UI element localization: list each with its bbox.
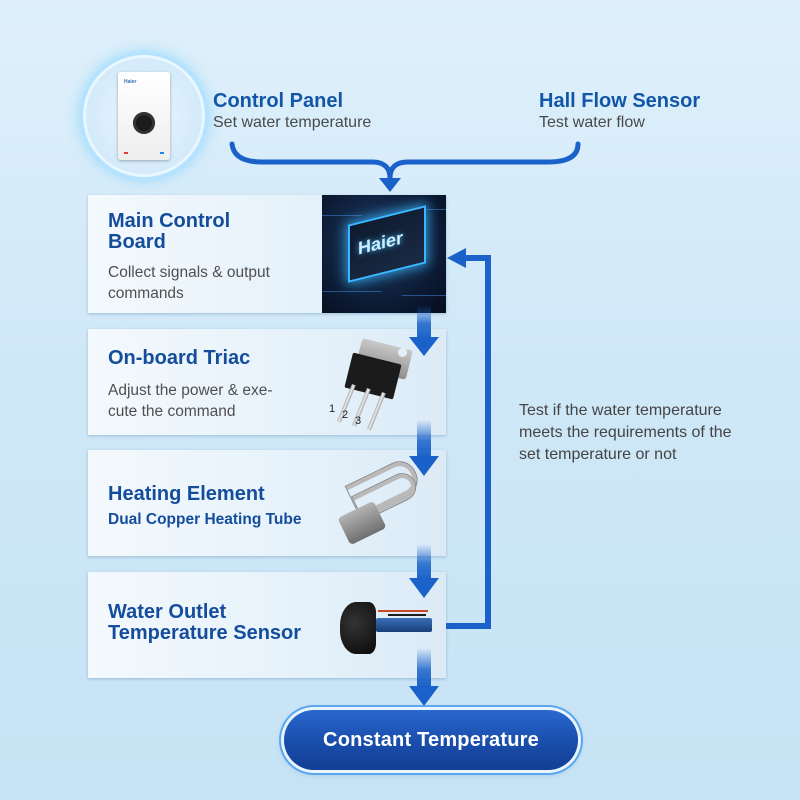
triac-mount-hole [398, 348, 407, 357]
heater-led-red [124, 152, 128, 154]
water-outlet-title-2: Temperature Sensor [108, 622, 302, 644]
heater-knob-icon [133, 112, 155, 134]
sensor-wire-black [388, 614, 426, 616]
main-control-board-desc-2: commands [108, 285, 184, 302]
constant-temperature-badge: Constant Temperature [284, 710, 578, 770]
sensor-probe [376, 618, 432, 632]
heater-led-blue [160, 152, 164, 154]
down-arrow-3 [409, 544, 439, 598]
temperature-sensor-icon [340, 602, 376, 654]
triac-pin-label-1: 1 [329, 403, 336, 415]
triac-pin-label-3: 3 [355, 415, 362, 427]
water-outlet-title-1: Water Outlet [108, 601, 227, 623]
control-board-chip-image: Haier [322, 195, 446, 313]
heating-element-title: Heating Element [108, 483, 265, 505]
sensor-wire-red [378, 610, 428, 612]
feedback-line-2: meets the requirements of the [519, 424, 732, 441]
brace-arrowhead [379, 178, 401, 192]
down-arrow-2 [409, 420, 439, 476]
triac-desc-1: Adjust the power & exe- [108, 382, 273, 399]
down-arrow-4 [409, 648, 439, 706]
feedback-description: Test if the water temperature meets the … [519, 400, 779, 466]
feedback-line-1: Test if the water temperature [519, 402, 722, 419]
input-merge-brace [229, 141, 581, 179]
feedback-arrowhead [447, 248, 466, 268]
control-panel-desc: Set water temperature [213, 114, 372, 131]
main-control-board-title-2: Board [108, 231, 166, 253]
triac-title: On-board Triac [108, 347, 251, 369]
feedback-line-3: set temperature or not [519, 446, 677, 463]
step-heating-element [88, 450, 446, 556]
triac-desc-2: cute the command [108, 403, 236, 420]
feedback-loop-line [446, 255, 491, 629]
down-arrow-1 [409, 305, 439, 356]
control-panel-title: Control Panel [213, 90, 344, 112]
hall-flow-sensor-title: Hall Flow Sensor [539, 90, 701, 112]
hall-flow-sensor-desc: Test water flow [539, 114, 645, 131]
main-control-board-desc-1: Collect signals & output [108, 264, 270, 281]
heating-element-subtitle: Dual Copper Heating Tube [108, 511, 302, 528]
main-control-board-title-1: Main Control [108, 210, 231, 232]
triac-pin-label-2: 2 [342, 409, 349, 421]
heater-brand-text: Haier [124, 79, 137, 85]
